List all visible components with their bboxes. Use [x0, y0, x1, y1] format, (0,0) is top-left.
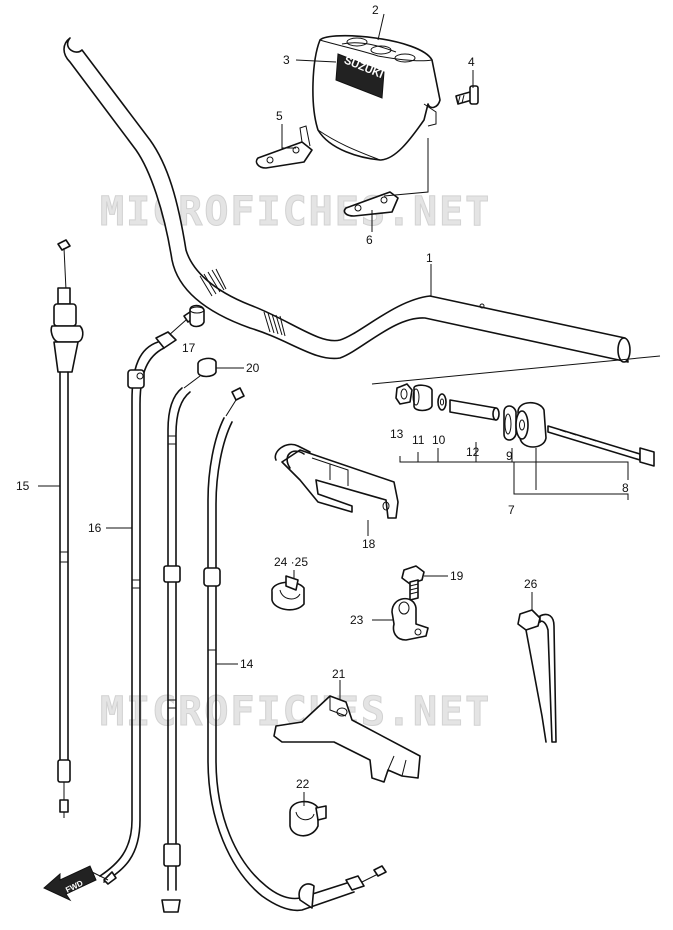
callout-11: 11: [412, 433, 425, 447]
callout-14: 14: [240, 657, 254, 671]
cable-clamp: [271, 575, 305, 611]
cover-bracket-right: [343, 191, 399, 217]
callout-8: 8: [622, 481, 629, 495]
callout-15: 15: [16, 479, 30, 493]
bolt-19: [401, 565, 425, 601]
clamp-bracket-23: [391, 597, 429, 641]
handlebar-cover: SUZUKI: [312, 35, 441, 161]
cable-tie: [517, 609, 557, 743]
callout-24-25: 24 ·25: [274, 555, 308, 569]
knurl-band-right: [263, 311, 286, 337]
cable-guide-bracket: [274, 443, 399, 519]
clamp-22: [289, 800, 327, 837]
callout-13: 13: [390, 427, 404, 441]
watermark-bottom: MICROFICHES.NET: [100, 689, 491, 735]
cable-cap: [189, 304, 205, 328]
axis-line: [371, 355, 661, 385]
callout-21: 21: [332, 667, 346, 681]
mount-bracket-21: [273, 695, 421, 783]
callout-6: 6: [366, 233, 373, 247]
cable-16: [91, 311, 195, 885]
callout-23: 23: [350, 613, 364, 627]
cable-20-end: [161, 357, 217, 913]
callout-20: 20: [246, 361, 260, 375]
cover-screw: [455, 85, 479, 105]
callout-16: 16: [88, 521, 102, 535]
callout-22: 22: [296, 777, 310, 791]
callout-9: 9: [506, 449, 513, 463]
callout-26: 26: [524, 577, 538, 591]
knurl-band-left: [199, 268, 227, 297]
cover-bracket-left: [255, 125, 313, 169]
callout-1: 1: [426, 251, 433, 265]
handlebar-mark: [479, 303, 485, 309]
callout-10: 10: [432, 433, 446, 447]
forward-direction-arrow: FWD: [43, 865, 97, 902]
callout-4: 4: [468, 55, 475, 69]
callout-18: 18: [362, 537, 376, 551]
callout-5: 5: [276, 109, 283, 123]
callout-19: 19: [450, 569, 464, 583]
cable-14: [203, 387, 387, 912]
callout-12: 12: [466, 445, 480, 459]
callout-2: 2: [372, 3, 379, 17]
callout-7: 7: [508, 503, 515, 517]
suzuki-logo-plate: SUZUKI: [335, 53, 385, 99]
handlebar: [63, 37, 631, 363]
callout-3: 3: [283, 53, 290, 67]
cable-15: [50, 239, 84, 818]
balancer-assembly: [395, 383, 655, 467]
callout-17: 17: [182, 341, 196, 355]
